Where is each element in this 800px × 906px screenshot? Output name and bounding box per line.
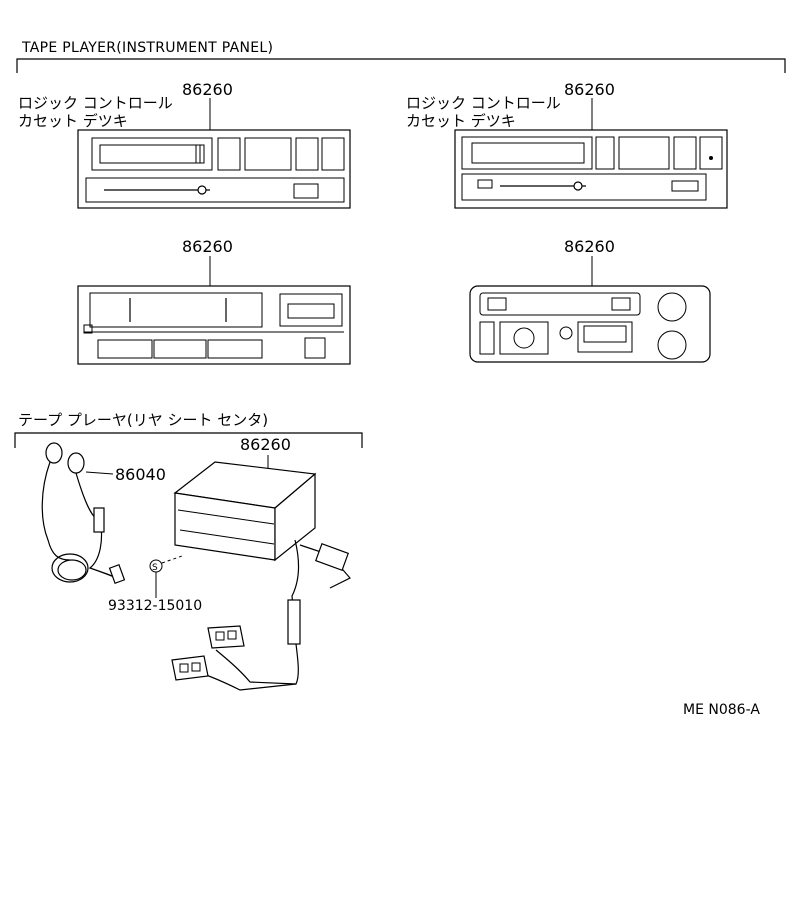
connector-pin: [191, 662, 201, 672]
instrument-panel-section: TAPE PLAYER(INSTRUMENT PANEL) 86260 ロジック…: [16, 40, 786, 365]
button: [244, 137, 292, 171]
button: [618, 136, 670, 170]
button: [287, 303, 335, 319]
screw-part-number: 93312-15010: [108, 598, 202, 614]
button: [153, 339, 207, 359]
part-name-line2: カセット デツキ: [18, 112, 128, 130]
unit-side: [274, 472, 316, 562]
indicator-dot: [709, 156, 713, 160]
knob: [657, 292, 687, 322]
display: [583, 325, 627, 343]
earbud: [67, 452, 85, 474]
button: [207, 339, 263, 359]
section-bracket: [14, 432, 363, 448]
leader-line: [85, 471, 114, 475]
volume-control: [93, 507, 105, 533]
leader-line: [161, 555, 183, 564]
cassette-deck-a: 86260 ロジック コントロール カセット デツキ: [18, 80, 351, 209]
seam: [179, 529, 275, 545]
cassette-deck-d: 86260: [469, 237, 711, 363]
rear-seat-section: テープ プレーヤ(リヤ シート センタ) 86040 86260: [14, 411, 363, 691]
button: [671, 180, 699, 192]
harness-wire: [215, 643, 299, 685]
tape-slot: [91, 137, 213, 171]
lower-panel: [461, 173, 707, 201]
wire-harness: [171, 625, 299, 691]
button: [217, 137, 241, 171]
part-name-line2: カセット デツキ: [406, 112, 516, 130]
deck-faceplate: [77, 285, 351, 365]
button: [97, 339, 153, 359]
seam: [177, 509, 275, 525]
button: [293, 183, 319, 199]
cable: [41, 461, 71, 561]
rear-tape-player: 86260: [173, 435, 351, 645]
button: [673, 136, 697, 170]
knob: [513, 327, 535, 349]
section-bracket: [16, 58, 786, 73]
button: [321, 137, 345, 171]
button: [577, 321, 633, 353]
button: [595, 136, 615, 170]
connector: [207, 625, 245, 649]
indicator: [83, 324, 93, 334]
part-number-label: 86260: [564, 80, 615, 99]
part-number-label: 86260: [182, 80, 233, 99]
part-number-label: 86260: [240, 435, 291, 454]
part-number-label: 86260: [182, 237, 233, 256]
button: [699, 136, 723, 170]
headphones: 86040: [41, 442, 166, 584]
section-title-instrument-panel: TAPE PLAYER(INSTRUMENT PANEL): [21, 40, 273, 56]
cable-coil: [57, 559, 87, 581]
knob: [559, 326, 573, 340]
button: [499, 321, 549, 355]
part-number-label: 86040: [115, 465, 166, 484]
section-title-rear-seat: テープ プレーヤ(リヤ シート センタ): [18, 411, 268, 429]
tape-slot: [479, 292, 641, 316]
tape-door: [471, 142, 585, 164]
slider-knob: [573, 181, 583, 191]
tape-slot: [461, 136, 593, 170]
wire: [291, 539, 299, 641]
button: [295, 137, 319, 171]
tape-slot: [89, 292, 263, 328]
part-name-line1: ロジック コントロール: [406, 94, 561, 112]
button: [279, 293, 343, 327]
indicator: [477, 179, 493, 189]
connector-pin: [215, 631, 225, 641]
part-number-label: 86260: [564, 237, 615, 256]
connector-pin: [227, 630, 237, 640]
deck-faceplate: [469, 285, 711, 363]
connector: [171, 655, 209, 681]
knob: [657, 330, 687, 360]
diagram-code: ME N086-A: [683, 702, 760, 718]
deck-faceplate: [77, 129, 351, 209]
cable-coil: [51, 553, 89, 583]
indicator: [487, 297, 507, 311]
indicator: [611, 297, 631, 311]
screw-callout: S 93312-15010: [108, 555, 202, 614]
part-name-line1: ロジック コントロール: [18, 94, 173, 112]
screw-symbol-letter: S: [152, 563, 158, 573]
wire-sleeve: [287, 599, 301, 645]
plug: [108, 564, 126, 584]
mounting-bracket: [314, 542, 350, 572]
connector-pin: [179, 663, 189, 673]
cassette-deck-c: 86260: [77, 237, 351, 365]
cassette-deck-b: 86260 ロジック コントロール カセット デツキ: [406, 80, 728, 209]
button: [304, 337, 326, 359]
earbud: [45, 442, 63, 464]
grille: [479, 321, 495, 355]
slider-knob: [197, 185, 207, 195]
lower-panel: [85, 177, 345, 203]
